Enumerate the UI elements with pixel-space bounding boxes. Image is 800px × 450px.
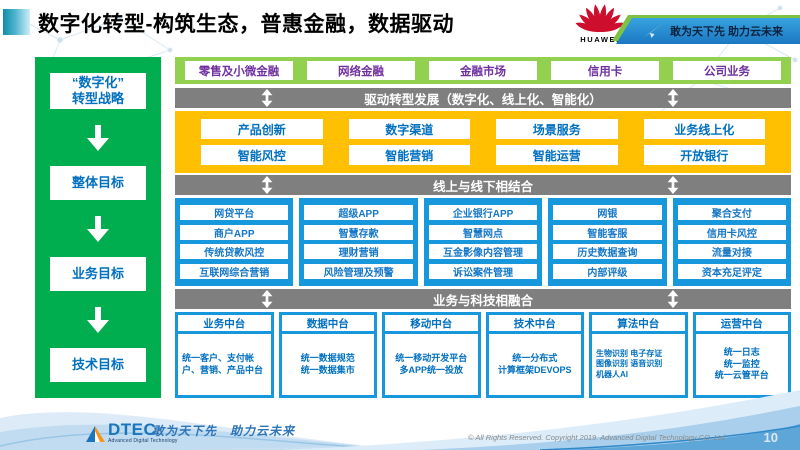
channel-item: 超级APP	[304, 204, 413, 220]
banner-online-offline: 线上与线下相结合	[175, 175, 791, 195]
capability-item: 业务线上化	[643, 119, 765, 139]
channel-item: 智慧存款	[304, 224, 413, 240]
title-accent-bar	[3, 9, 30, 35]
footer-slogan: 敢为天下先 助力云未来	[152, 424, 296, 438]
capability-item: 智能风控	[201, 145, 323, 165]
capability-item: 智能运营	[496, 145, 618, 165]
platform-body: 生物识别 电子存证 图像识别 语音识别 机器人AI	[592, 334, 685, 395]
strategy-sidebar: “数字化” 转型战略 整体目标 业务目标 技术目标	[35, 57, 161, 398]
channel-item: 诉讼案件管理	[428, 264, 538, 280]
platform-column: 业务中台 统一客户、支付帐户、营销、产品中台	[175, 312, 274, 398]
channel-item: 信用卡风控	[677, 224, 787, 240]
double-arrow-icon	[667, 176, 679, 194]
paper-plane-icon	[644, 24, 662, 38]
capability-item: 智能营销	[348, 145, 470, 165]
platform-title: 数据中台	[281, 315, 374, 331]
slogan-banner-text: 敢为天下先 助力云未来	[670, 26, 784, 38]
arrow-down-icon	[87, 306, 109, 333]
banner-business-tech-text: 业务与科技相融合	[432, 293, 533, 308]
sidebar-stage-business-goal: 业务目标	[50, 257, 146, 292]
channel-item: 历史数据查询	[553, 244, 662, 260]
channel-column: 网银 智能客服 历史数据查询 内部评级	[548, 198, 667, 286]
sidebar-stage-tech-goal: 技术目标	[50, 348, 146, 383]
platform-body: 统一客户、支付帐户、营销、产品中台	[178, 334, 271, 395]
platform-body: 统一移动开发平台 多APP统一投放	[385, 334, 478, 395]
adtec-name: DTEC	[108, 420, 157, 439]
adtec-logo: DTEC Advanced Digital Technology	[84, 421, 178, 444]
copyright-text: © All Rights Reserved. Copyright 2019. A…	[468, 433, 725, 442]
channel-item: 风险管理及预警	[304, 264, 413, 280]
channel-item: 理财营销	[304, 244, 413, 260]
arrow-down-icon	[87, 124, 109, 151]
business-line: 公司业务	[673, 61, 781, 80]
sidebar-stage-overall-goal: 整体目标	[50, 166, 146, 201]
page-number: 10	[763, 430, 778, 445]
double-arrow-icon	[261, 290, 273, 308]
business-lines-row: 零售及小微金融 网络金融 金融市场 信用卡 公司业务	[175, 57, 791, 84]
double-arrow-icon	[261, 89, 273, 107]
adtec-tagline: Advanced Digital Technology	[108, 438, 178, 444]
huawei-wordmark: HUAWEI	[580, 35, 620, 44]
double-arrow-icon	[667, 290, 679, 308]
huawei-logo: HUAWEI	[572, 2, 628, 44]
platform-title: 运营中台	[695, 315, 788, 331]
channel-item: 聚合支付	[677, 204, 787, 220]
channel-column: 网贷平台 商户APP 传统贷款风控 互联网综合营销	[175, 198, 294, 286]
platform-title: 移动中台	[385, 315, 478, 331]
arrow-down-icon	[87, 215, 109, 242]
channel-item: 互联网综合营销	[180, 264, 289, 280]
double-arrow-icon	[667, 89, 679, 107]
channel-item: 智慧网点	[428, 224, 538, 240]
slogan-banner: 敢为天下先 助力云未来	[616, 18, 800, 44]
channel-column: 聚合支付 信用卡风控 流量对接 资本充足评定	[672, 198, 792, 286]
channel-grid: 网贷平台 商户APP 传统贷款风控 互联网综合营销 超级APP 智慧存款 理财营…	[175, 198, 792, 286]
capability-row: 产品创新 数字渠道 场景服务 业务线上化	[175, 119, 791, 139]
channel-item: 内部评级	[553, 264, 662, 280]
huawei-flower-icon	[575, 4, 625, 33]
capability-row: 智能风控 智能营销 智能运营 开放银行	[175, 145, 791, 165]
channel-item: 网贷平台	[180, 204, 289, 220]
channel-item: 智能客服	[553, 224, 662, 240]
banner-online-offline-text: 线上与线下相结合	[432, 179, 533, 194]
platform-title: 业务中台	[178, 315, 271, 331]
adtec-logo-icon	[86, 426, 105, 442]
banner-drive-text: 驱动转型发展（数字化、线上化、智能化）	[364, 92, 602, 107]
capability-section: 产品创新 数字渠道 场景服务 业务线上化 智能风控 智能营销 智能运营 开放银行	[175, 111, 791, 173]
platform-grid: 业务中台 统一客户、支付帐户、营销、产品中台 数据中台 统一数据规范 统一数据集…	[175, 312, 791, 398]
business-line: 金融市场	[429, 61, 537, 80]
platform-column: 运营中台 统一日志 统一监控 统一云管平台	[692, 312, 791, 398]
channel-item: 资本充足评定	[677, 264, 787, 280]
platform-body: 统一日志 统一监控 统一云管平台	[695, 334, 788, 395]
capability-item: 数字渠道	[348, 119, 470, 139]
channel-item: 互金影像内容管理	[428, 244, 538, 260]
platform-column: 数据中台 统一数据规范 统一数据集市	[278, 312, 377, 398]
channel-column: 企业银行APP 智慧网点 互金影像内容管理 诉讼案件管理	[423, 198, 543, 286]
banner-business-tech: 业务与科技相融合	[175, 289, 791, 309]
page-title: 数字化转型-构筑生态，普惠金融，数据驱动	[38, 13, 454, 36]
sidebar-stage-strategy: “数字化” 转型战略	[50, 72, 146, 110]
platform-column: 算法中台 生物识别 电子存证 图像识别 语音识别 机器人AI	[589, 312, 688, 398]
business-line: 网络金融	[307, 61, 415, 80]
platform-title: 技术中台	[488, 315, 581, 331]
platform-body: 统一分布式 计算框架DEVOPS	[488, 334, 581, 395]
platform-column: 移动中台 统一移动开发平台 多APP统一投放	[382, 312, 481, 398]
business-line: 信用卡	[551, 61, 659, 80]
channel-item: 网银	[553, 204, 662, 220]
adtec-wordmark: DTEC Advanced Digital Technology	[108, 421, 178, 444]
capability-item: 场景服务	[496, 119, 618, 139]
platform-title: 算法中台	[592, 315, 685, 331]
capability-item: 开放银行	[643, 145, 765, 165]
platform-column: 技术中台 统一分布式 计算框架DEVOPS	[485, 312, 584, 398]
channel-column: 超级APP 智慧存款 理财营销 风险管理及预警	[299, 198, 418, 286]
capability-item: 产品创新	[201, 119, 323, 139]
double-arrow-icon	[261, 176, 273, 194]
channel-item: 传统贷款风控	[180, 244, 289, 260]
platform-body: 统一数据规范 统一数据集市	[281, 334, 374, 395]
channel-item: 企业银行APP	[428, 204, 538, 220]
business-line: 零售及小微金融	[185, 61, 293, 80]
channel-item: 流量对接	[677, 244, 787, 260]
banner-drive-transformation: 驱动转型发展（数字化、线上化、智能化）	[175, 88, 791, 108]
channel-item: 商户APP	[180, 224, 289, 240]
